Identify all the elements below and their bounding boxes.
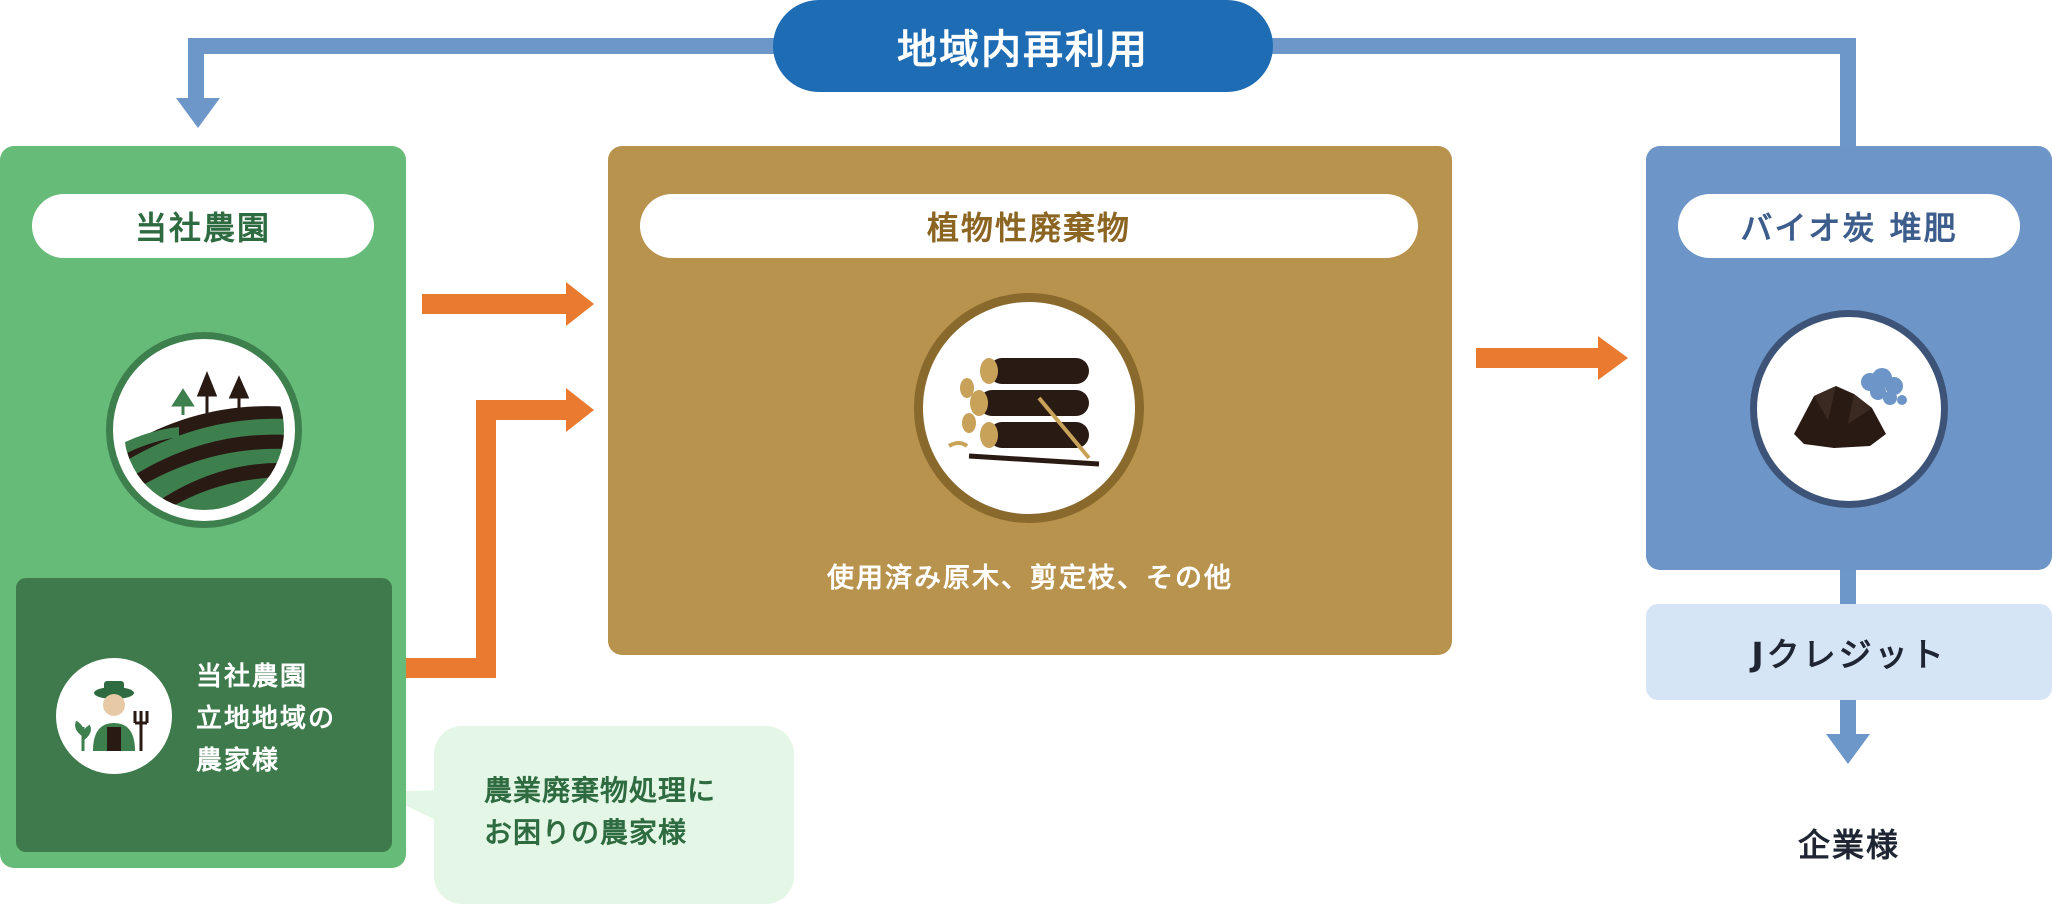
company-label: 企業様 xyxy=(1797,826,1900,864)
local-farmers-line-1: 当社農園 xyxy=(196,662,309,692)
logs-icon xyxy=(914,293,1144,523)
local-farmers-text: 当社農園 立地地域の 農家様 xyxy=(196,656,336,782)
plant-waste-title: 植物性廃棄物 xyxy=(640,194,1418,258)
recycle-loop-arrowhead xyxy=(176,98,220,128)
farm-title: 当社農園 xyxy=(32,194,374,258)
biochar-compost-title: バイオ炭 堆肥 xyxy=(1678,194,2020,258)
farm-to-waste-arrowhead xyxy=(566,282,594,326)
troubled-farmers-text: 農業廃棄物処理に お困りの農家様 xyxy=(484,770,716,854)
farm-panel: 当社農園 xyxy=(0,146,406,868)
biochar-compost-panel: バイオ炭 堆肥 xyxy=(1646,146,2052,570)
local-to-waste-arrowhead xyxy=(566,388,594,432)
plant-waste-caption: 使用済み原木、剪定枝、その他 xyxy=(827,563,1233,594)
troubled-farmers-bubble: 農業廃棄物処理に お困りの農家様 xyxy=(434,726,794,904)
troubled-farmers-line-1: 農業廃棄物処理に xyxy=(484,774,717,807)
plant-waste-panel: 植物性廃棄物 使用済み原木、剪定枝、その他 xyxy=(608,146,1452,655)
regional-reuse-label: 地域内再利用 xyxy=(773,0,1273,92)
local-farmers-line-2: 立地地域の xyxy=(196,704,337,734)
farm-field-icon xyxy=(106,332,302,528)
credit-to-company-arrowhead xyxy=(1826,734,1870,764)
waste-to-bio-arrowhead xyxy=(1598,336,1628,380)
biochar-pile-icon xyxy=(1750,310,1948,508)
local-farmers-box: 当社農園 立地地域の 農家様 xyxy=(16,578,392,852)
local-farmers-line-3: 農家様 xyxy=(196,746,281,776)
local-to-waste-arrow xyxy=(392,400,568,678)
troubled-farmers-line-2: お困りの農家様 xyxy=(484,816,688,849)
farmer-icon xyxy=(56,658,172,774)
j-credit-box: Jクレジット xyxy=(1646,604,2052,700)
